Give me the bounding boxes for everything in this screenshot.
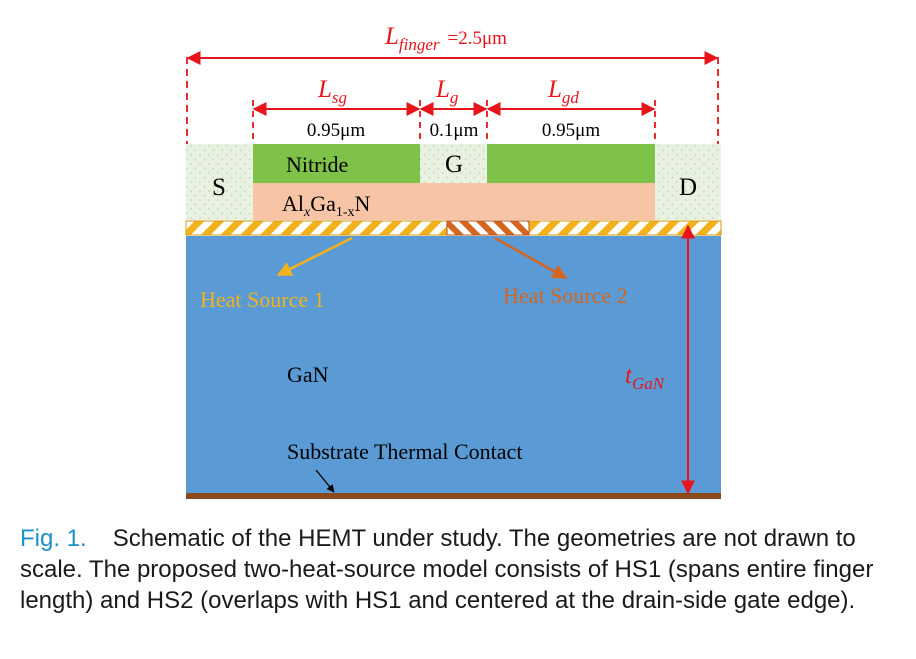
nitride-left <box>253 144 420 183</box>
lg-value: 0.1μm <box>430 120 479 141</box>
drain-label: D <box>679 174 697 201</box>
algan-label: AlxGa1-xN <box>282 191 371 220</box>
gan-label: GaN <box>287 362 329 387</box>
source-label: S <box>212 174 226 201</box>
finger-length-label: Lfinger=2.5μm <box>384 23 507 54</box>
lsg-value: 0.95μm <box>307 120 365 141</box>
figure-number: Fig. 1. <box>20 525 87 552</box>
gan-layer <box>186 236 721 493</box>
lgd-value: 0.95μm <box>542 120 600 141</box>
heat-source-1-arrow <box>276 236 353 277</box>
lgd-symbol: Lgd <box>547 76 579 107</box>
substrate-contact <box>186 493 721 499</box>
drain-contact <box>655 144 721 220</box>
caption-text: Schematic of the HEMT under study. The g… <box>20 525 874 614</box>
heat-source-2-arrow <box>494 236 568 280</box>
gate-label: G <box>445 151 463 178</box>
thickness-label: tGaN <box>625 362 666 393</box>
substrate-arrow <box>315 469 335 493</box>
nitride-right <box>487 144 655 183</box>
figure-caption: Fig. 1.Schematic of the HEMT under study… <box>20 523 900 616</box>
nitride-label: Nitride <box>286 152 348 177</box>
source-contact <box>186 144 253 220</box>
heat-source-2-strip <box>446 220 530 236</box>
gate-contact <box>420 144 487 183</box>
algan-layer <box>253 183 655 220</box>
lg-symbol: Lg <box>435 76 458 107</box>
lsg-symbol: Lsg <box>317 76 347 107</box>
substrate-label: Substrate Thermal Contact <box>287 439 522 464</box>
heat-source-2-label: Heat Source 2 <box>503 283 628 308</box>
heat-source-1-label: Heat Source 1 <box>200 287 325 312</box>
